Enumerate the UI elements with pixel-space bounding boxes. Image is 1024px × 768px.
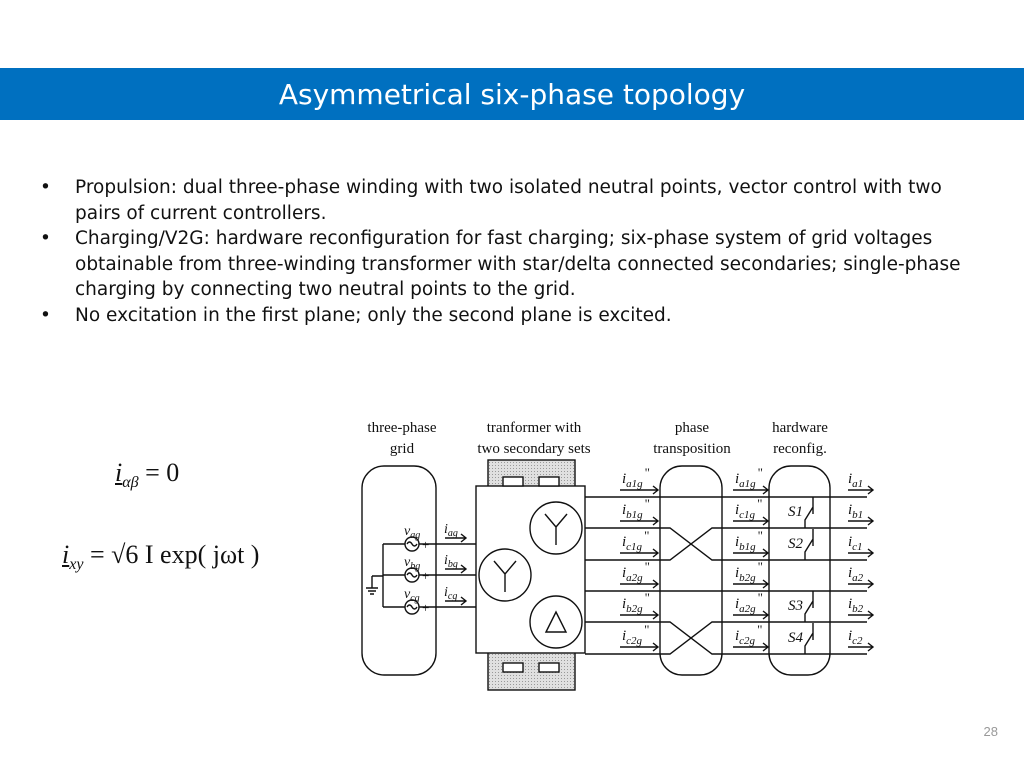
current-label: ia1 [848, 471, 863, 490]
current-label: ib1 [848, 502, 863, 521]
current-label: ia1g" [735, 465, 763, 490]
plus-sign: + [422, 568, 429, 583]
equation-alpha-beta: iαβ = 0 [115, 458, 180, 492]
header-transformer: tranformer with [487, 420, 582, 436]
current-arrow [733, 516, 770, 526]
bullet-item: Charging/V2G: hardware reconfiguration f… [40, 226, 980, 303]
switch-label: S4 [788, 630, 804, 646]
current-label: iag [444, 522, 458, 539]
voltage-label: vbg [404, 555, 420, 572]
current-label: ibg [444, 553, 458, 570]
current-label: ib1g" [735, 528, 763, 553]
slide-title: Asymmetrical six-phase topology [0, 68, 1024, 120]
switch-label: S3 [788, 598, 803, 614]
current-arrow [620, 579, 660, 589]
current-arrow [620, 516, 660, 526]
current-label: ic2g" [735, 622, 762, 647]
header-grid-2: grid [390, 441, 415, 457]
bullet-item: Propulsion: dual three-phase winding wit… [40, 175, 980, 226]
current-arrow [445, 533, 468, 543]
current-label: ib2g" [622, 590, 650, 615]
voltage-label: vag [404, 524, 420, 541]
current-arrow [445, 596, 468, 606]
current-label: ia1g" [622, 465, 650, 490]
current-arrow [848, 642, 875, 652]
sine-icon [406, 604, 418, 610]
bullet-item: No excitation in the first plane; only t… [40, 303, 980, 329]
switch-icon [804, 529, 814, 560]
current-arrow [620, 548, 660, 558]
current-label: ia2 [848, 565, 864, 584]
current-arrow [733, 548, 770, 558]
current-label: ic1g" [735, 496, 762, 521]
sine-icon [406, 541, 418, 547]
current-label: ia2g" [735, 590, 763, 615]
sine-icon [406, 572, 418, 578]
current-arrow [445, 564, 468, 574]
wire [585, 621, 867, 655]
wire [585, 527, 867, 561]
header-hardware-2: reconfig. [773, 441, 827, 457]
plus-sign: + [422, 537, 429, 552]
star-primary [478, 548, 532, 602]
current-arrow [733, 579, 770, 589]
header-transformer-2: two secondary sets [477, 441, 590, 457]
plus-sign: + [422, 600, 429, 615]
star-winding-1 [529, 501, 583, 555]
switch-icon [804, 497, 814, 528]
bullet-list: Propulsion: dual three-phase winding wit… [40, 175, 980, 328]
current-arrow [848, 579, 875, 589]
page-number: 28 [983, 724, 998, 739]
current-label: icg [444, 585, 457, 602]
current-arrow [733, 642, 770, 652]
current-label: ic1g" [622, 528, 649, 553]
current-arrow [733, 485, 770, 495]
current-label: ib2 [848, 596, 864, 615]
current-arrow [848, 548, 875, 558]
reconfig-box [768, 465, 831, 676]
current-arrow [733, 610, 770, 620]
equation-xy: ixy = √6 I exp( jωt ) [62, 540, 260, 574]
switch-icon [804, 623, 814, 654]
current-label: ic2g" [622, 622, 649, 647]
switch-label: S1 [788, 504, 803, 520]
current-arrow [848, 610, 875, 620]
header-grid: three-phase [367, 420, 436, 436]
header-phase-2: transposition [653, 441, 731, 457]
delta-winding [529, 595, 583, 649]
current-arrow [620, 485, 660, 495]
current-label: ic1 [848, 534, 863, 553]
voltage-label: vcg [404, 587, 420, 604]
current-arrow [620, 642, 660, 652]
header-hardware: hardware [772, 420, 828, 436]
header-phase: phase [675, 420, 709, 436]
current-arrow [620, 610, 660, 620]
switch-icon [804, 591, 814, 622]
grid-box [361, 465, 437, 676]
current-label: ib2g" [735, 559, 763, 584]
switch-label: S2 [788, 536, 804, 552]
current-label: ia2g" [622, 559, 650, 584]
current-label: ib1g" [622, 496, 650, 521]
current-arrow [848, 485, 875, 495]
current-label: ic2 [848, 628, 863, 647]
transposition-box [659, 465, 723, 676]
current-arrow [848, 516, 875, 526]
